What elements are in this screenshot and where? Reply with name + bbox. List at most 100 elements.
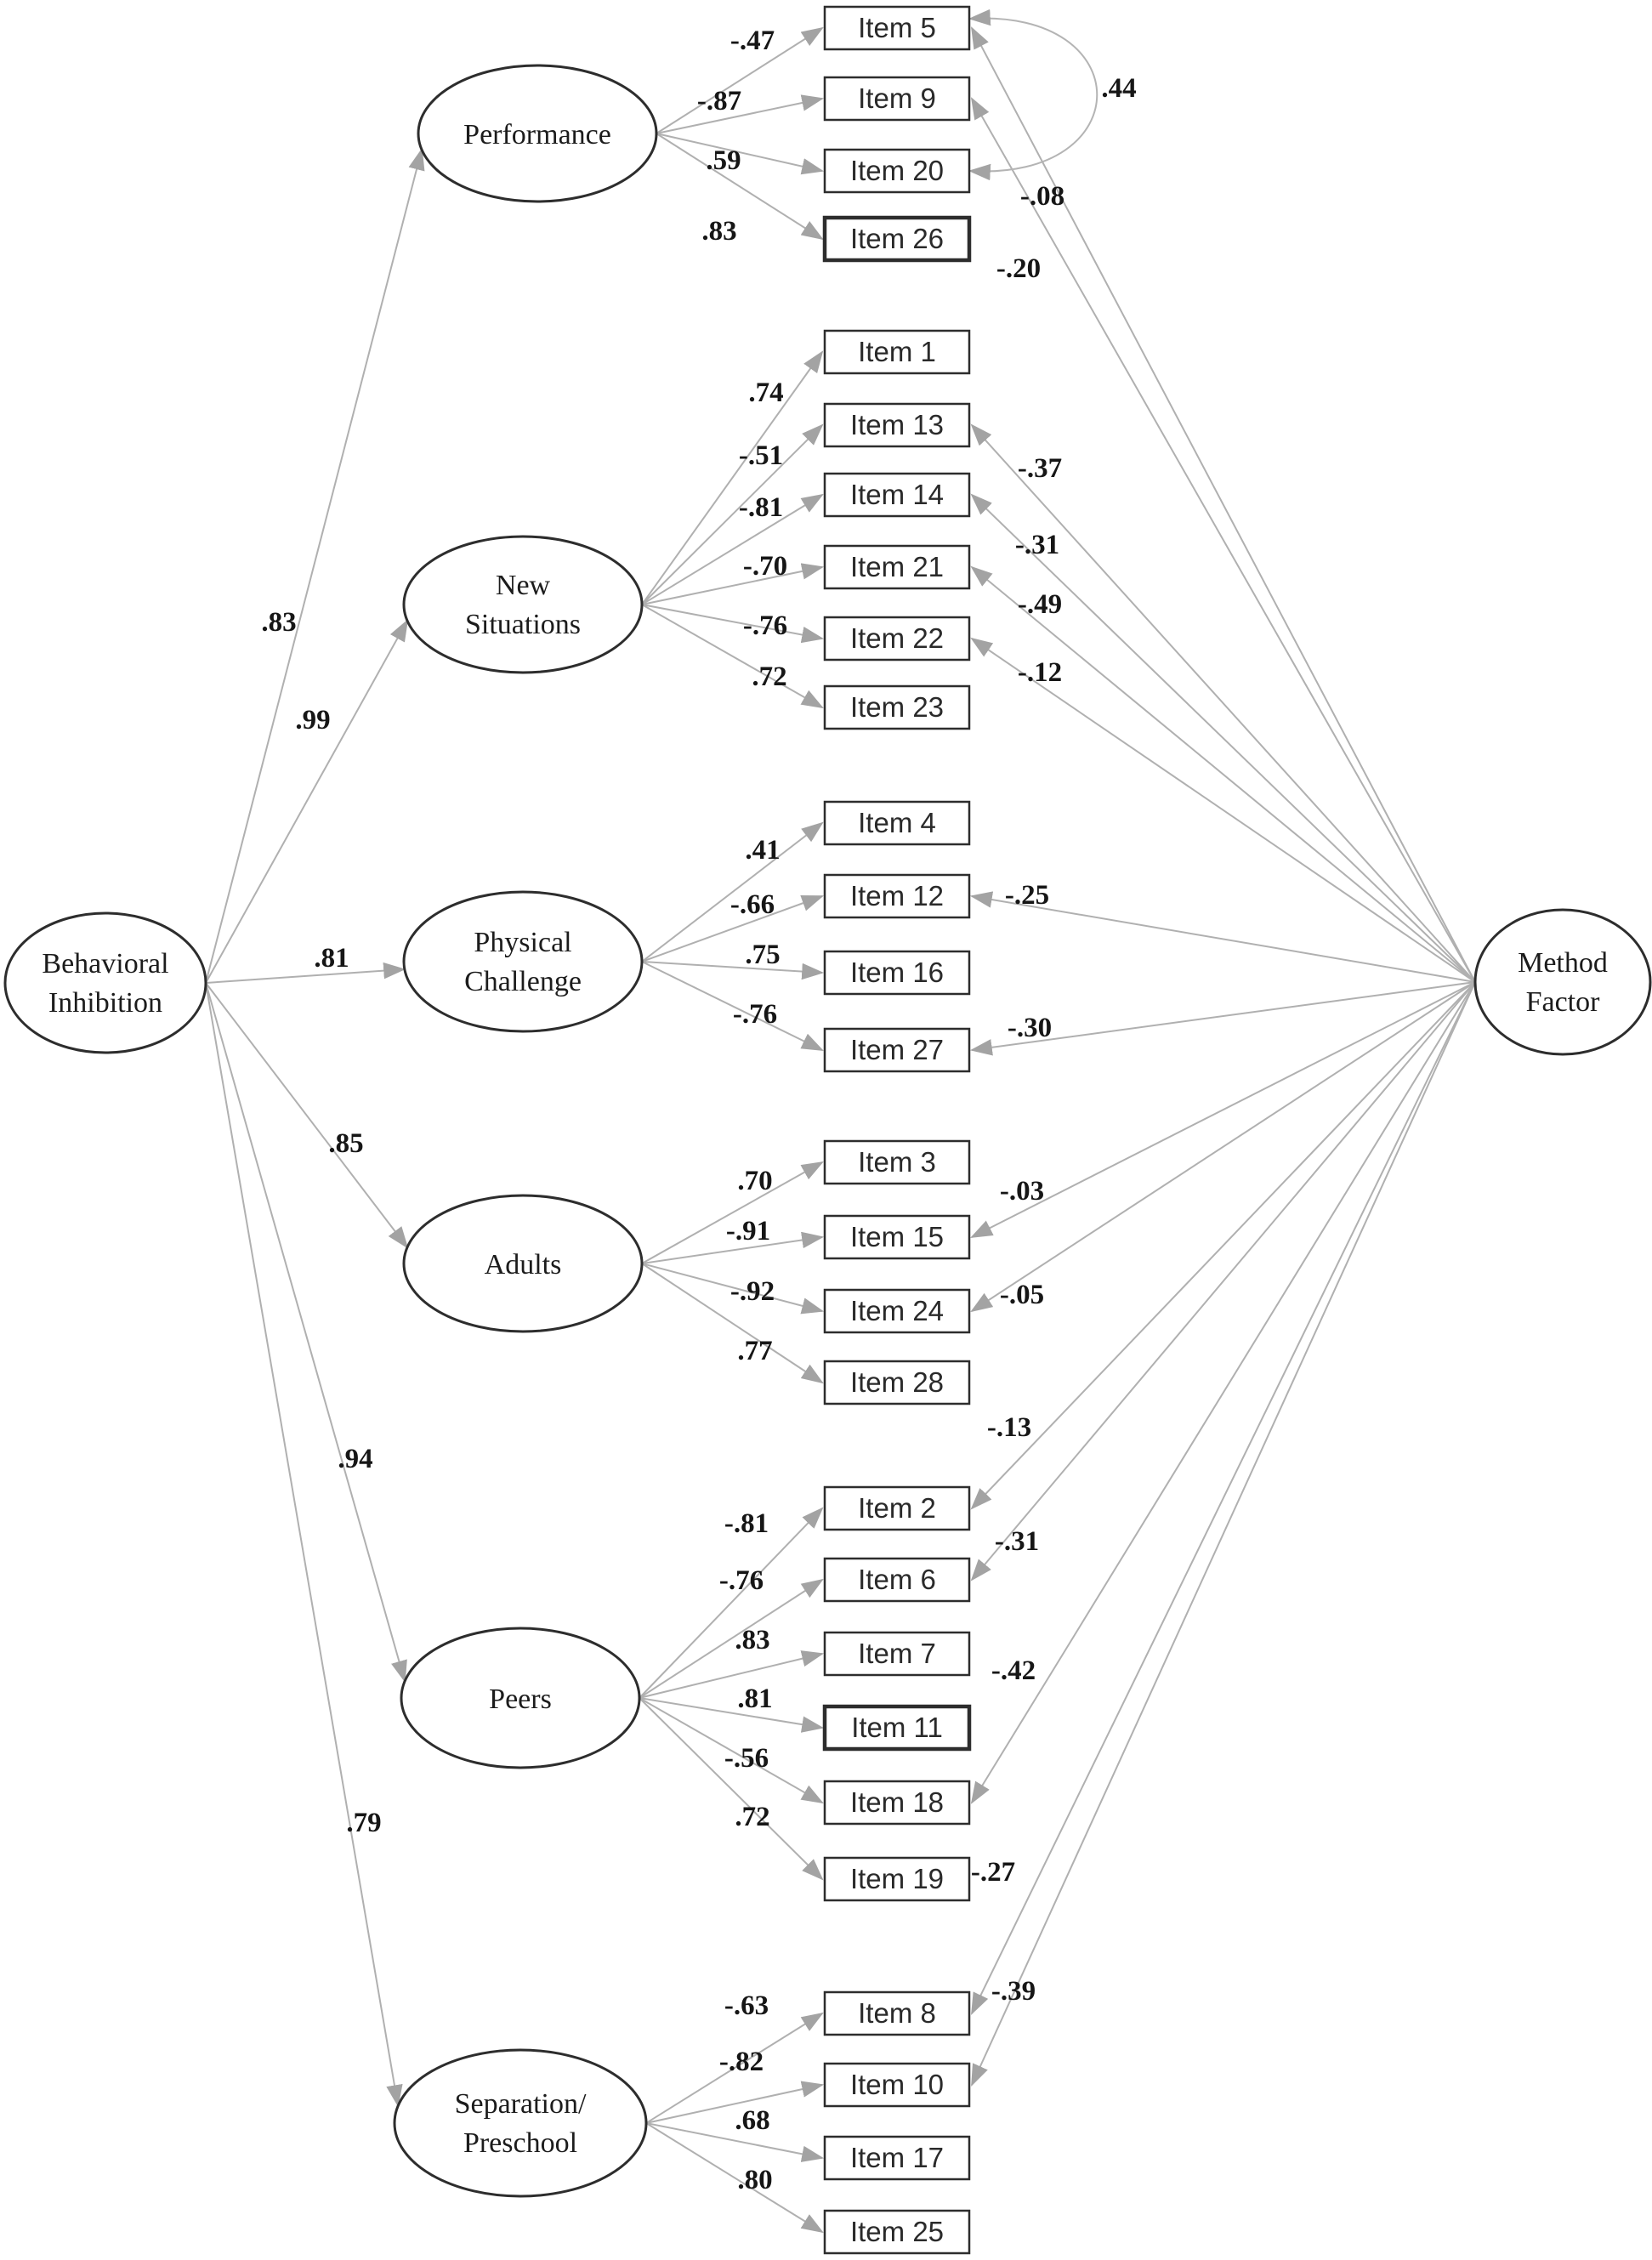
item-label-item19: Item 19 [850,1863,944,1894]
method-coefficient-label: -.12 [1018,657,1062,688]
structural-path-behavioral_inhibition-to-peers [205,982,407,1684]
item-box-item8 [823,1990,971,2036]
loading-coefficient-label: .80 [737,2165,772,2195]
loading-path-peers-to-item11 [639,1697,825,1733]
item-box-item18 [823,1780,971,1826]
item-box-item1 [823,329,971,375]
item-box-item16 [823,950,971,996]
item-box-item27 [823,1027,971,1073]
loading-path-separation_preschool-to-item25 [645,2122,824,2234]
covariance-coefficient-label: .44 [1101,73,1136,104]
loading-coefficient-label: .70 [737,1166,772,1196]
method-path-to-item21 [970,565,1476,983]
loading-path-performance-to-item26 [656,133,824,241]
item-box-item21 [823,544,971,590]
loading-coefficient-label: -.70 [743,551,787,582]
structural-path-behavioral_inhibition-to-performance [205,147,425,984]
nodes-layer [3,5,1652,2255]
item-box-item7 [823,1631,971,1677]
method-coefficient-label: -.05 [1000,1280,1044,1310]
item-label-item11: Item 11 [851,1712,943,1743]
item-label-item2: Item 2 [858,1492,936,1524]
labels-layer: .83.99.81.85.94.79-.47-.87.59.83.74-.51-… [42,12,1607,2247]
path-coefficient-label: .83 [261,607,296,638]
latent-ellipse-adults [402,1194,644,1333]
item-label-item23: Item 23 [850,691,944,723]
item-label-item10: Item 10 [850,2069,944,2100]
method-path-to-item27 [969,981,1476,1056]
item-box-item25 [823,2209,971,2255]
loading-path-separation_preschool-to-item10 [645,2081,825,2124]
method-coefficient-label: -.25 [1005,880,1049,911]
latent-label-performance: Performance [463,119,611,150]
item-label-item20: Item 20 [850,155,944,186]
item-box-item23 [823,684,971,730]
loading-path-new_situations-to-item14 [641,493,824,605]
item-box-item14 [823,472,971,518]
loading-path-adults-to-item15 [641,1231,825,1264]
latent-label-adults: Adults [485,1249,562,1280]
item-label-item7: Item 7 [858,1638,936,1669]
loading-coefficient-label: .81 [737,1684,772,1714]
loading-path-new_situations-to-item1 [641,350,824,605]
item-label-item8: Item 8 [858,1997,936,2029]
loading-path-physical_challenge-to-item27 [641,961,824,1051]
method-path-to-item6 [970,981,1476,1581]
item-box-item3 [823,1139,971,1185]
item-label-item24: Item 24 [850,1295,944,1326]
loading-path-peers-to-item19 [639,1697,824,1881]
item-label-item12: Item 12 [850,880,944,911]
loading-coefficient-label: .75 [745,940,780,970]
item-label-item27: Item 27 [850,1034,944,1065]
latent-ellipse-performance [417,64,658,203]
path-coefficient-label: .79 [346,1808,381,1838]
path-coefficient-label: .99 [295,705,330,735]
loading-coefficient-label: .41 [745,835,780,866]
structural-path-behavioral_inhibition-to-adults [205,982,409,1249]
loading-coefficient-label: -.81 [724,1508,769,1539]
item-label-item4: Item 4 [858,807,936,838]
loading-path-separation_preschool-to-item8 [645,2012,824,2124]
item-label-item15: Item 15 [850,1221,944,1252]
latent-label-peers: Peers [489,1684,552,1715]
item-box-item15 [823,1214,971,1260]
path-coefficient-label: .81 [314,943,349,974]
item-label-item25: Item 25 [850,2216,944,2247]
method-coefficient-label: -.30 [1008,1013,1052,1043]
method-path-to-item8 [971,981,1476,2015]
latent-ellipse-physical_challenge [402,890,644,1033]
loading-coefficient-label: -.76 [743,610,787,641]
loading-coefficient-label: -.66 [730,889,775,920]
item-label-item3: Item 3 [858,1146,936,1178]
loading-coefficient-label: .83 [701,216,736,247]
method-path-to-item9 [970,97,1476,983]
loading-path-physical_challenge-to-item4 [641,821,824,962]
method-coefficient-label: -.27 [971,1857,1015,1888]
method-coefficient-label: -.31 [1015,530,1059,560]
item-box-item19 [823,1856,971,1902]
method-coefficient-label: -.20 [996,253,1041,284]
method-coefficient-label: -.42 [991,1655,1036,1686]
item-box-item6 [823,1557,971,1603]
method-path-to-item22 [970,637,1476,983]
item-label-item16: Item 16 [850,957,944,988]
structural-path-behavioral_inhibition-to-new_situations [205,619,409,984]
method-path-to-item18 [970,981,1476,1804]
item-box-item2 [823,1485,971,1531]
loading-coefficient-label: -.51 [739,440,783,471]
item-label-item22: Item 22 [850,622,944,654]
item-box-item12 [823,873,971,919]
item-box-item11 [822,1704,972,1752]
method-path-to-item15 [970,981,1476,1238]
item-label-item1: Item 1 [858,336,936,367]
method-coefficient-label: -.03 [1000,1176,1044,1207]
edges-layer [205,9,1476,2234]
method-coefficient-label: -.37 [1018,453,1062,484]
method-path-to-item12 [969,891,1476,983]
item-label-item28: Item 28 [850,1366,944,1398]
item-label-item18: Item 18 [850,1786,944,1818]
loading-path-adults-to-item28 [641,1263,824,1384]
